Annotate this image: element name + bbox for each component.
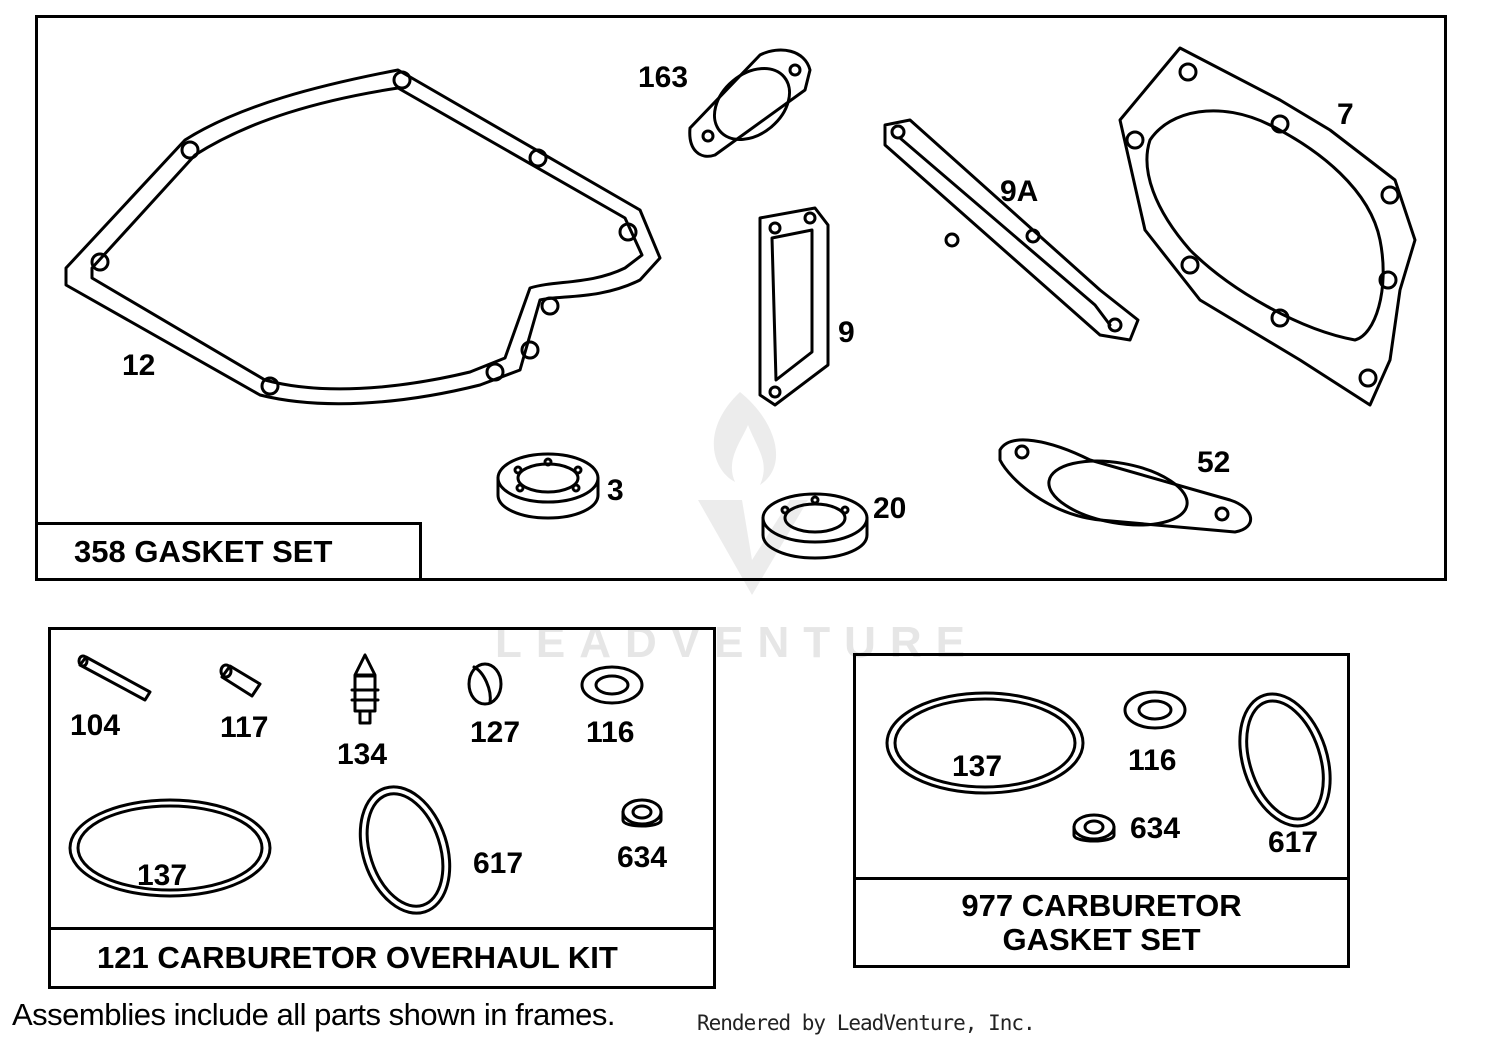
watermark-logo-icon (698, 392, 808, 595)
part-number: 117 (220, 711, 269, 744)
part-number: 137 (952, 750, 1003, 783)
washer-116-a-shape (580, 665, 644, 705)
part-number: 617 (473, 847, 524, 880)
crankcase-gasket-shape (64, 68, 662, 406)
oring-617-b-shape (1238, 692, 1332, 828)
part-number: 617 (1268, 826, 1319, 859)
gasket-9A-shape (883, 118, 1140, 342)
exhaust-gasket-52-shape (998, 438, 1253, 534)
part-number: 634 (617, 841, 668, 874)
pin-117-shape (219, 663, 262, 698)
washer-634-b-shape (1072, 813, 1116, 843)
carb-gasket-set-title-line2: GASKET SET (1002, 921, 1201, 957)
plug-127-shape (467, 662, 503, 706)
oring-137-a-shape (68, 798, 272, 898)
oring-137-b-shape (885, 691, 1085, 795)
part-number: 9A (1000, 175, 1039, 208)
washer-634-a-shape (621, 798, 663, 828)
part-number: 116 (586, 716, 635, 749)
part-number: 20 (873, 492, 907, 525)
part-number: 3 (607, 474, 624, 507)
overhaul-kit-caption: 121 CARBURETOR OVERHAUL KIT (48, 927, 716, 989)
part-number: 163 (638, 61, 689, 94)
cylinder-head-gasket-7-shape (1118, 46, 1417, 407)
footnote: Assemblies include all parts shown in fr… (12, 997, 615, 1032)
part-number: 52 (1197, 446, 1231, 479)
part-number: 116 (1128, 744, 1177, 777)
part-number: 9 (838, 316, 855, 349)
pin-104-shape (77, 654, 152, 702)
rendered-by-credit: Rendered by LeadVenture, Inc. (697, 1011, 1036, 1035)
gasket-set-caption: 358 GASKET SET (35, 522, 422, 581)
oil-seal-20-shape (761, 492, 869, 560)
part-number: 12 (122, 349, 156, 382)
part-number: 634 (1130, 812, 1181, 845)
part-number: 137 (137, 859, 188, 892)
part-number: 127 (470, 716, 521, 749)
carb-gasket-set-caption: 977 CARBURETOR GASKET SET (853, 877, 1350, 968)
gasket-set-frame (35, 15, 1447, 581)
gasket-set-title: 358 GASKET SET (74, 533, 333, 569)
oring-617-a-shape (358, 785, 452, 915)
carb-gasket-set-title-line1: 977 CARBURETOR (961, 887, 1242, 923)
watermark-text: LEADVENTURE (495, 618, 980, 667)
part-number: 104 (70, 709, 121, 742)
overhaul-kit-title: 121 CARBURETOR OVERHAUL KIT (97, 940, 618, 975)
washer-116-b-shape (1123, 690, 1187, 730)
needle-134-shape (350, 653, 380, 725)
oil-seal-3-shape (496, 452, 600, 520)
part-number: 134 (337, 738, 388, 771)
breather-gasket-9-shape (758, 206, 830, 407)
part-number: 7 (1337, 98, 1354, 131)
intake-gasket-163-shape (688, 48, 812, 158)
